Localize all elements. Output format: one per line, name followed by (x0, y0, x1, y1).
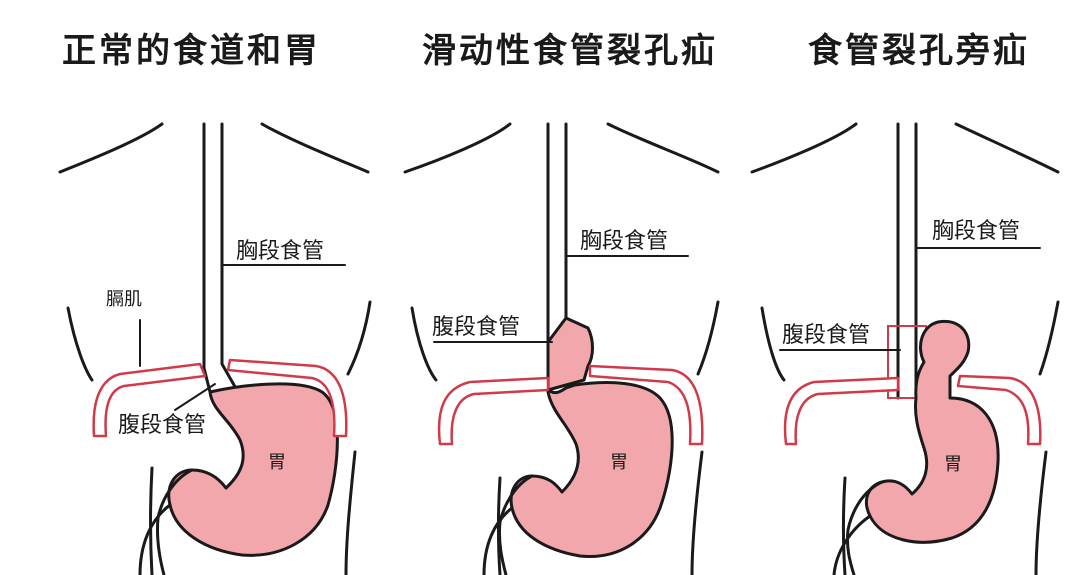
panel-2-hernia-sac (546, 316, 594, 392)
panel-2-stomach (509, 340, 674, 559)
panel-3-stomach (865, 319, 1000, 544)
panel-3-diaphragm-left (783, 376, 900, 446)
panel-1-esophagus-right-wall (220, 122, 240, 394)
panel-2-label-stomach: 胃 (610, 452, 628, 473)
panel-1-stomach (167, 382, 339, 557)
panel-2-duodenum (482, 506, 514, 575)
panel-3-left-waist (842, 476, 847, 575)
panel-1-label-stomach: 胃 (268, 452, 286, 473)
panel-3-label-thoracic: 胸段食管 (932, 219, 1020, 244)
panel-1-duodenum-inner (156, 468, 194, 575)
panel-1-right-shoulder (260, 122, 370, 174)
panel-3-label-abdominal: 腹段食管 (782, 323, 870, 348)
panel-1-left-shoulder (58, 122, 164, 174)
panel-2-right-shoulder (606, 122, 720, 174)
panel-3-left-shoulder (750, 122, 858, 174)
panel-3-duodenum-inner (846, 480, 884, 575)
panel-3-right-shoulder (954, 122, 1060, 174)
panel-3-diaphragm-right (956, 374, 1042, 446)
panel-1-diaphragm-right (226, 358, 348, 438)
panel-2-sliding-hernia: 胸段食管 腹段食管 胃 (403, 122, 720, 575)
panel-1-label-thoracic: 胸段食管 (236, 239, 324, 264)
panel-2-left-shoulder (403, 122, 512, 174)
panel-3-left-torso (760, 306, 786, 382)
panel-1-normal: 胸段食管 膈肌 腹段食管 胃 (58, 122, 372, 575)
panel-3-duodenum (832, 514, 872, 575)
panel-1-label-diaphragm: 膈肌 (106, 289, 142, 310)
panel-1-left-waist (149, 466, 154, 575)
panel-2-right-waist (690, 450, 704, 575)
panel-3-right-torso (1038, 300, 1060, 376)
panel-3-title: 食管裂孔旁疝 (808, 31, 1030, 71)
panel-1-left-torso (66, 306, 94, 382)
panel-1-right-torso (346, 300, 372, 376)
panel-3-label-stomach: 胃 (944, 454, 962, 475)
panel-3-paraesophageal-hernia: 胸段食管 腹段食管 胃 (750, 122, 1060, 575)
panel-1-label-abdominal: 腹段食管 (118, 413, 206, 438)
panel-2-title: 滑动性食管裂孔疝 (422, 31, 718, 71)
panel-1-diaphragm-left (92, 362, 207, 438)
panel-1-right-waist (344, 450, 357, 575)
panel-1-esophagus-left-wall (202, 122, 212, 394)
panel-2-left-torso (410, 306, 438, 382)
panel-1-duodenum (138, 503, 172, 575)
panel-2-label-thoracic: 胸段食管 (580, 229, 668, 254)
panel-2-label-abdominal: 腹段食管 (432, 315, 520, 340)
panel-3-right-waist (1034, 450, 1048, 575)
panel-2-diaphragm-right (588, 364, 704, 446)
panel-2-right-torso (696, 300, 720, 376)
panel-1-abdominal-leader (174, 383, 216, 411)
panel-2-duodenum-inner (498, 474, 534, 575)
panel-1-title: 正常的食道和胃 (62, 31, 321, 71)
panel-2-diaphragm-left (437, 376, 550, 446)
